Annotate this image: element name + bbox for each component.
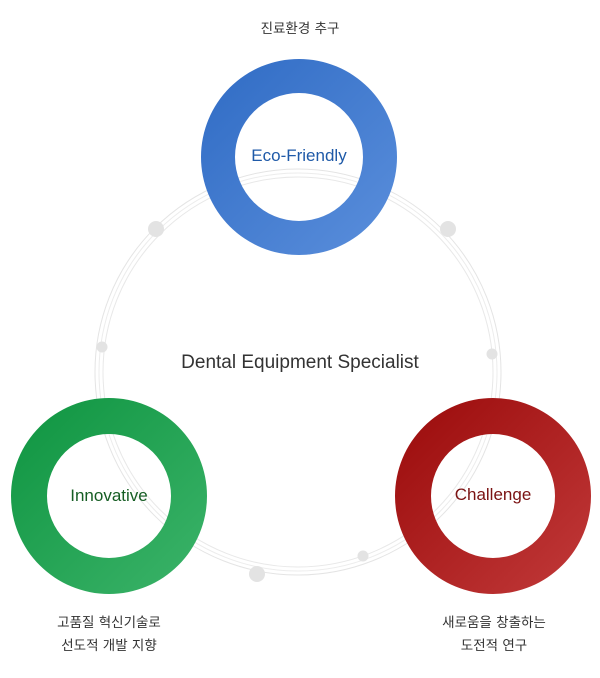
- orbit-dot: [249, 566, 265, 582]
- orbit-dot: [486, 348, 498, 360]
- caption-line: 새로움을 창출하는: [442, 615, 546, 631]
- orbit-dots: [96, 221, 498, 582]
- challenge-ring: [395, 398, 591, 594]
- orbit-dot: [96, 341, 108, 353]
- challenge-caption: 새로움을 창출하는 도전적 연구: [394, 612, 594, 658]
- orbit-rings: [94, 168, 502, 576]
- eco-friendly-label: Eco-Friendly: [251, 146, 347, 165]
- orbit-dot: [148, 221, 164, 237]
- challenge-label: Challenge: [454, 485, 532, 504]
- innovative-ring: [11, 398, 207, 594]
- center-title: Dental Equipment Specialist: [181, 352, 419, 373]
- orbit-ring-inner: [102, 176, 494, 568]
- innovative-caption: 고품질 혁신기술로 선도적 개발 지향: [9, 612, 209, 658]
- orbit-ring-outer: [94, 168, 502, 576]
- orbit-dot: [357, 550, 369, 562]
- orbit-dot: [440, 221, 456, 237]
- innovative-label: Innovative: [70, 486, 148, 505]
- eco-friendly-caption: 진료환경 추구: [200, 18, 400, 41]
- caption-line: 도전적 연구: [460, 638, 528, 654]
- caption-line: 진료환경 추구: [260, 21, 340, 37]
- caption-line: 선도적 개발 지향: [61, 638, 157, 654]
- caption-line: 고품질 혁신기술로: [57, 615, 161, 631]
- eco-friendly-ring: [200, 58, 398, 256]
- orbit-ring-middle: [98, 172, 498, 572]
